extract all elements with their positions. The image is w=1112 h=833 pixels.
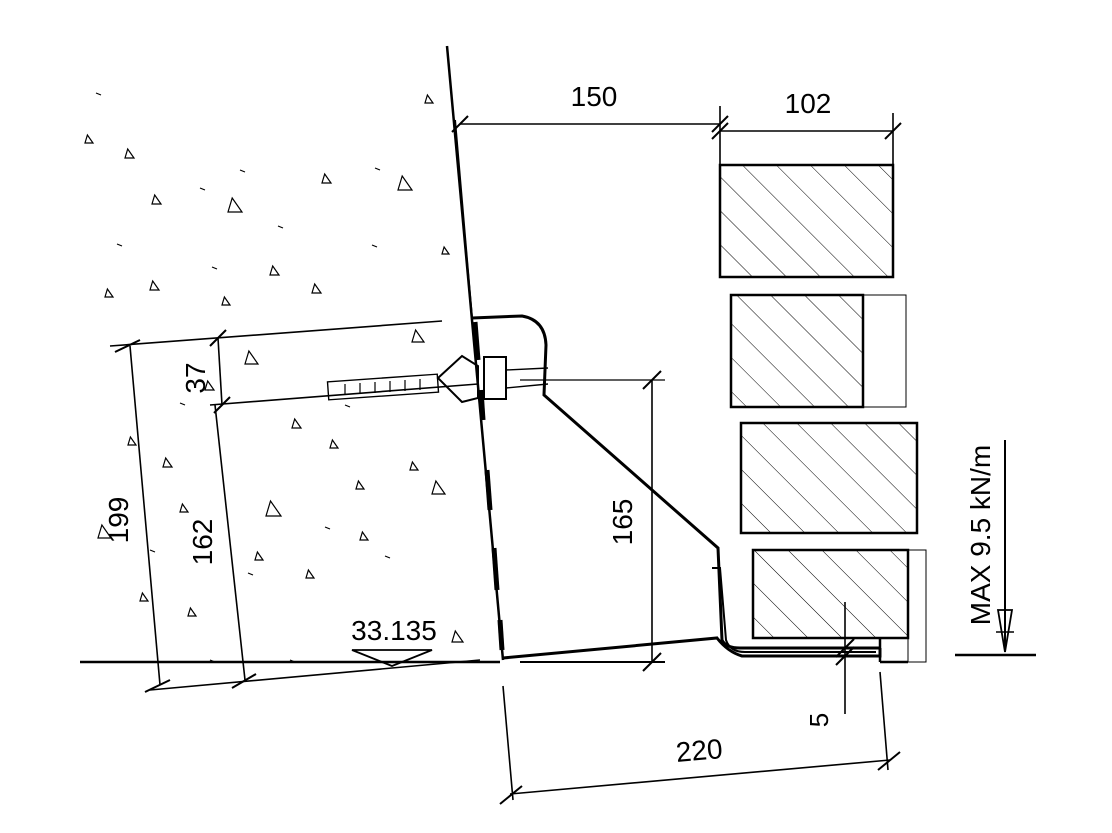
dim-label-outer-height: 199 [103,497,134,544]
wall-face-upper [454,119,473,319]
aggregate-dash [149,549,156,553]
dim-bracket-depth: 220 [499,671,901,805]
aggregate-mark [411,328,426,343]
aggregate-mark [97,523,113,539]
aggregate-mark [431,479,447,495]
aggregate-mark [104,287,115,298]
aggregate-mark [127,435,138,446]
level-marker-label: 33.135 [351,615,437,646]
aggregate-mark [451,629,465,643]
aggregate-mark [269,264,281,276]
load-label: MAX 9.5 kN/m [965,445,996,625]
dim-inner-height: 162 [187,404,257,689]
aggregate-dash [277,225,284,229]
aggregate-dash [116,243,123,247]
aggregate-mark [139,591,150,602]
dim-brick-width: 102 [711,88,902,168]
aggregate-dash [247,572,254,576]
brick-4 [751,548,910,640]
dim-label-toe-thickness: 5 [804,713,834,727]
aggregate-dash [384,555,391,559]
dim-label-top-gap: 150 [571,81,618,112]
aggregate-mark [204,379,216,391]
aggregate-mark [397,174,414,191]
aggregate-mark [355,479,366,490]
aggregate-mark [291,417,303,429]
aggregate-mark [321,172,333,184]
aggregate-mark [221,295,232,306]
aggregate-dash [199,187,206,191]
aggregate-mark [151,193,163,205]
aggregate-dash [211,266,218,270]
aggregate-mark [124,147,136,159]
dim-top-gap: 150 [451,81,729,276]
aggregate-mark [329,438,340,449]
aggregate-dash [371,244,378,248]
aggregate-mark [162,456,174,468]
level-marker: 33.135 [351,615,437,667]
concrete-fill-pattern [84,92,465,663]
bracket-inner-return [712,567,876,653]
aggregate-mark [227,196,244,213]
aggregate-mark [187,606,198,617]
aggregate-dash [239,169,246,173]
dim-toe-thickness: 5 [804,602,880,727]
bracket-bottom-plate [502,636,882,660]
aggregate-dash [179,402,186,406]
dim-bracket-height: 165 [607,370,662,672]
load-indicator: MAX 9.5 kN/m [955,440,1036,657]
aggregate-mark [179,502,190,513]
aggregate-dash [324,526,331,530]
anchor-bolt [326,354,665,404]
slab-top-line [109,320,443,347]
brick-1 [718,163,895,279]
wall-contact-pads [472,321,505,651]
aggregate-mark [265,499,283,517]
dim-anchor-offset: 37 [180,329,231,414]
aggregate-dash [374,167,381,171]
aggregate-dash [344,404,351,408]
dim-outer-height: 199 [103,339,481,693]
aggregate-mark [311,282,323,294]
aggregate-dash [95,92,102,96]
aggregate-mark [84,133,95,144]
aggregate-mark [305,568,316,579]
brick-3 [739,421,919,535]
dim-label-bracket-depth: 220 [675,733,724,768]
aggregate-mark [441,245,451,255]
aggregate-mark [244,349,260,365]
aggregate-mark [359,530,370,541]
angle-bracket [471,314,880,650]
aggregate-mark [149,279,161,291]
aggregate-mark [409,460,420,471]
brick-courses [718,163,927,664]
dim-label-anchor-offset: 37 [180,362,211,393]
aggregate-mark [254,550,265,561]
dim-label-inner-height: 162 [187,519,218,566]
dim-label-bracket-height: 165 [607,499,638,546]
anchor-level-line [209,383,479,406]
aggregate-mark [424,93,435,104]
dim-label-brick-width: 102 [785,88,832,119]
brick-2 [729,293,865,409]
